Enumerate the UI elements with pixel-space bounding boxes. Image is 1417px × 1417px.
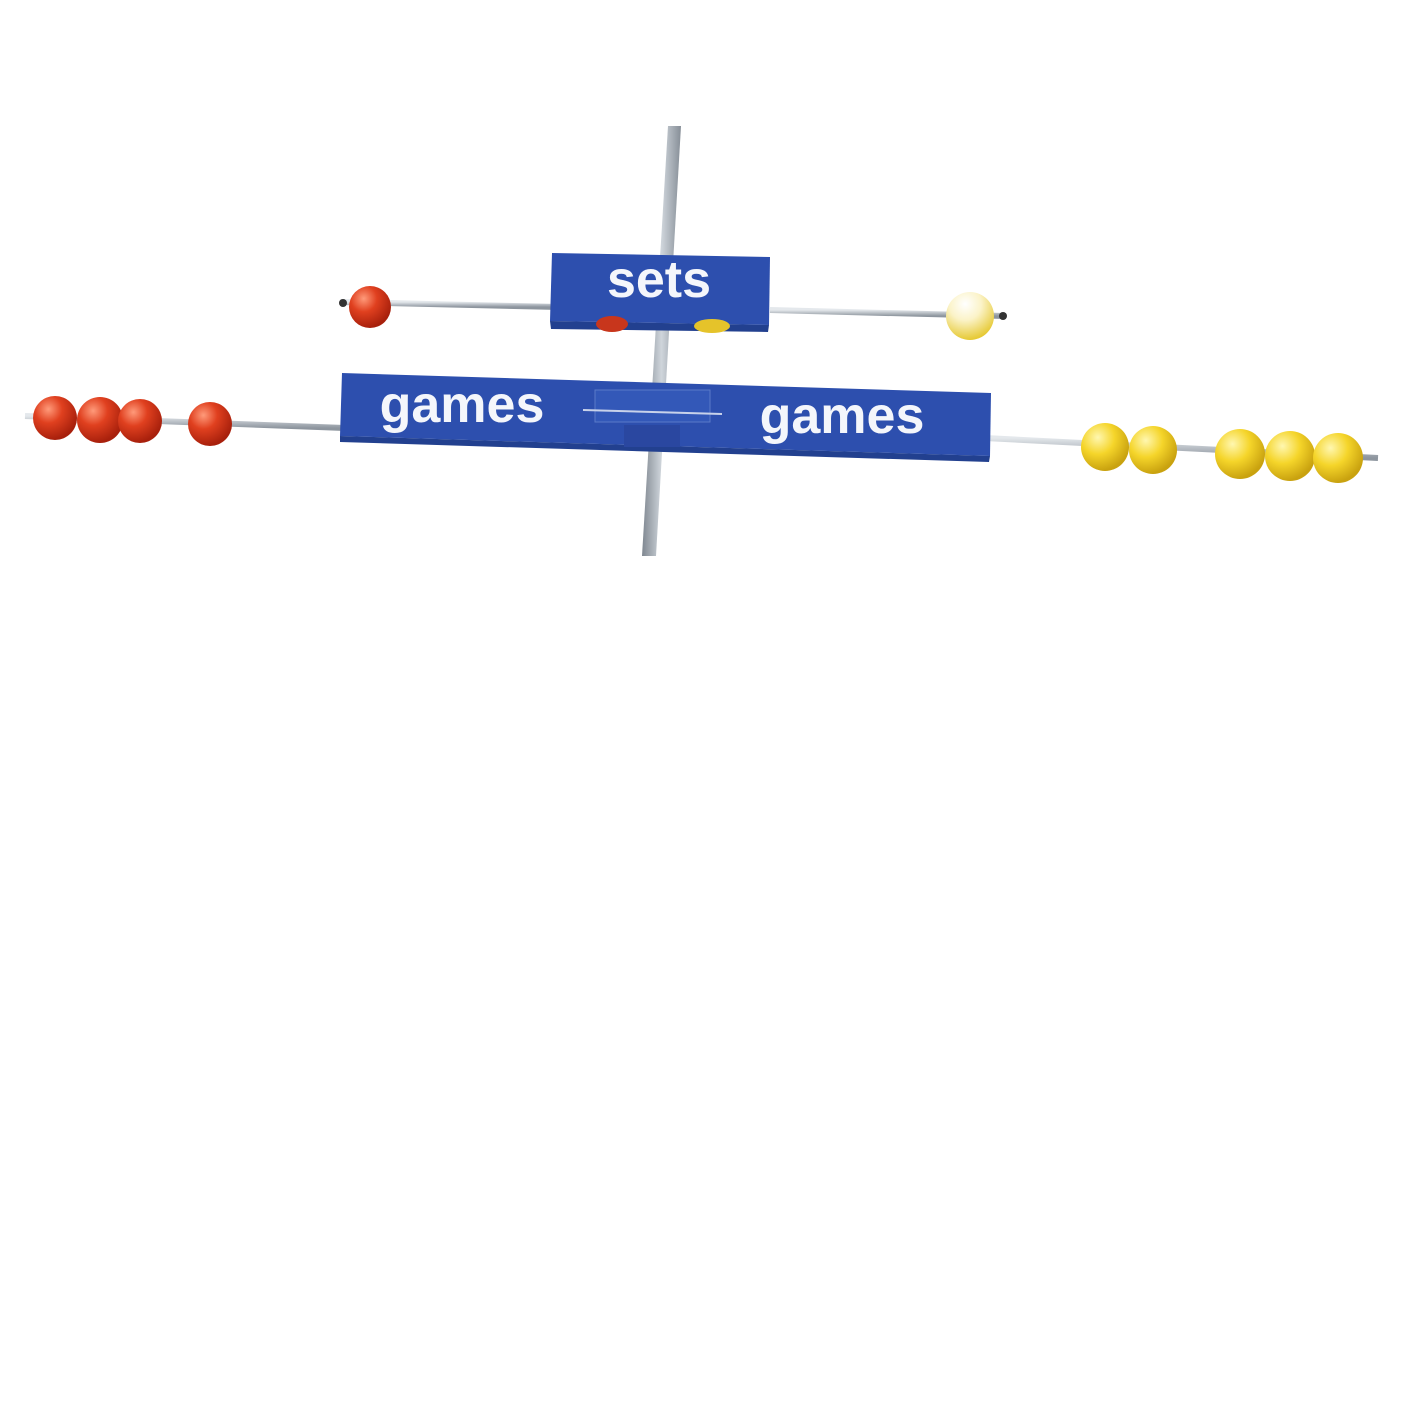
sets-hidden-yellow-bead [694, 319, 730, 333]
sets-board: sets [550, 251, 770, 332]
vertical-pole [642, 126, 681, 556]
games-red-bead [118, 399, 162, 443]
games-red-bead [33, 396, 77, 440]
center-plate-line [582, 409, 723, 415]
sets-rod-end-cap-right [999, 312, 1007, 320]
sets-red-bead [349, 286, 391, 328]
games-yellow-bead [1081, 423, 1129, 471]
games-right-label: games [760, 387, 925, 445]
sets-hidden-red-bead [596, 316, 628, 332]
games-yellow-bead [1265, 431, 1315, 481]
games-red-bead [188, 402, 232, 446]
games-red-bead [77, 397, 123, 443]
sets-yellow-bead [946, 292, 994, 340]
games-board: games games [340, 373, 991, 462]
center-plate [594, 389, 711, 423]
sets-label: sets [607, 251, 711, 309]
games-left-label: games [380, 376, 545, 434]
sets-rod-end-cap-left [339, 299, 347, 307]
center-bracket [624, 425, 680, 447]
games-yellow-bead [1215, 429, 1265, 479]
games-yellow-bead [1129, 426, 1177, 474]
games-yellow-bead [1313, 433, 1363, 483]
